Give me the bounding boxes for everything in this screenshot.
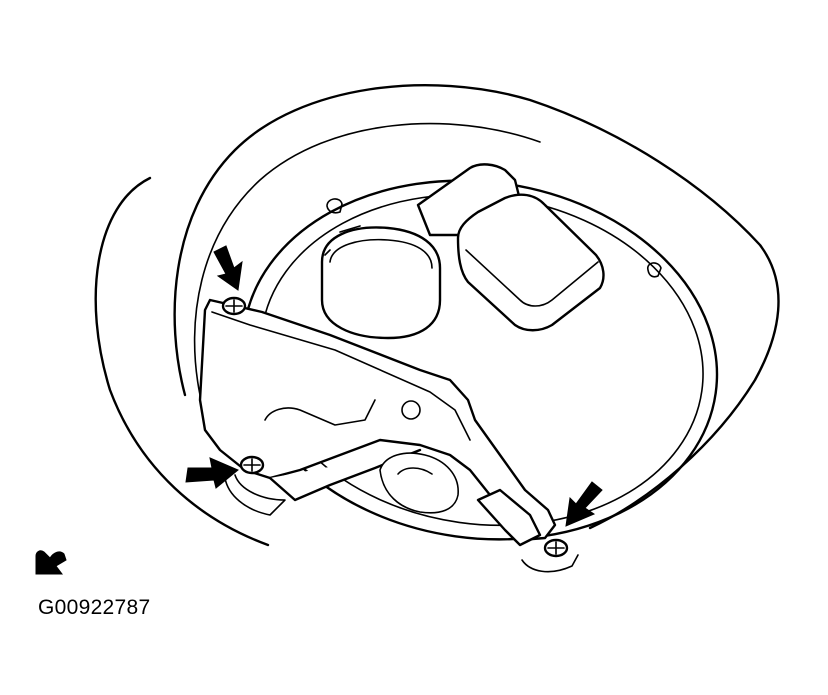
figure-id-label: G00922787	[38, 596, 151, 619]
screw-arrow-top-left	[213, 245, 243, 291]
bracket-strap-right	[476, 488, 542, 547]
rim-tab-right	[647, 262, 662, 278]
panel-edge-left	[94, 176, 270, 547]
hand-wrench-symbol-icon	[35, 550, 67, 575]
screw-left	[224, 455, 286, 516]
screw-arrow-left	[185, 457, 239, 489]
rim-tab-top	[326, 198, 343, 214]
screw-arrow-right	[565, 481, 603, 527]
connector-square-block	[456, 193, 605, 332]
service-hole-inner-rim	[193, 122, 541, 396]
bracket-hole	[401, 400, 421, 420]
connector-round-housing	[320, 226, 442, 340]
service-hole-outline	[173, 83, 780, 530]
screw-right	[521, 538, 579, 573]
connector-round-top	[329, 238, 433, 269]
connector-square-face	[465, 249, 599, 307]
retainer-bracket-rib	[264, 399, 376, 426]
screw-top-left	[221, 296, 247, 316]
connector-round-base	[324, 225, 361, 256]
retainer-bracket-fold	[211, 311, 471, 441]
gauge-mount-inner	[397, 467, 433, 475]
gauge-mount	[379, 452, 459, 514]
